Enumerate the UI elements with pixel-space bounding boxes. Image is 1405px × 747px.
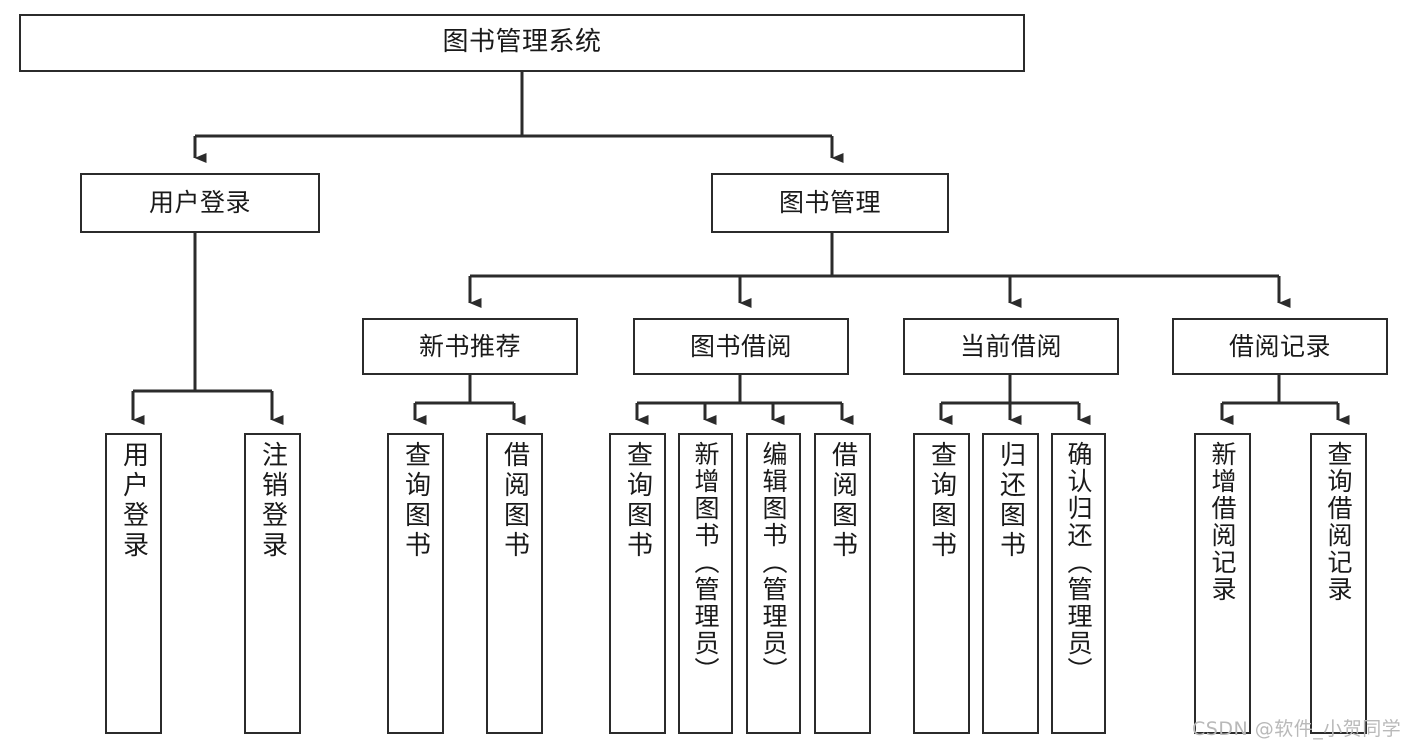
node-leaf-query-book-2[interactable]: 查询图书 <box>609 433 666 734</box>
node-book-borrow[interactable]: 图书借阅 <box>633 318 849 375</box>
node-leaf-query-book-1-label: 查询图书 <box>400 441 431 561</box>
node-user-login-label: 用户登录 <box>148 188 251 217</box>
node-leaf-add-record[interactable]: 新增借阅记录 <box>1194 433 1251 734</box>
node-leaf-borrow-book-1[interactable]: 借阅图书 <box>486 433 543 734</box>
node-leaf-borrow-book-1-label: 借阅图书 <box>499 441 530 561</box>
node-current-borrow[interactable]: 当前借阅 <box>903 318 1119 375</box>
node-leaf-edit-book-label: 编辑图书（管理员） <box>759 441 788 684</box>
node-book-borrow-label: 图书借阅 <box>689 331 792 361</box>
node-leaf-borrow-book-2-label: 借阅图书 <box>827 441 858 561</box>
node-leaf-add-book-label: 新增图书（管理员） <box>691 441 720 684</box>
node-leaf-confirm-return[interactable]: 确认归还（管理员） <box>1051 433 1106 734</box>
node-leaf-add-record-label: 新增借阅记录 <box>1208 441 1237 603</box>
node-leaf-query-book-3-label: 查询图书 <box>926 441 957 561</box>
node-borrow-record-label: 借阅记录 <box>1228 331 1331 361</box>
node-leaf-query-record[interactable]: 查询借阅记录 <box>1310 433 1367 734</box>
node-leaf-add-book[interactable]: 新增图书（管理员） <box>678 433 733 734</box>
node-leaf-user-logout-label: 注销登录 <box>257 441 288 561</box>
node-leaf-confirm-return-label: 确认归还（管理员） <box>1064 441 1093 684</box>
node-leaf-edit-book[interactable]: 编辑图书（管理员） <box>746 433 801 734</box>
node-leaf-return-book[interactable]: 归还图书 <box>982 433 1039 734</box>
node-borrow-record[interactable]: 借阅记录 <box>1172 318 1388 375</box>
node-leaf-return-book-label: 归还图书 <box>995 441 1026 561</box>
node-root-label: 图书管理系统 <box>442 27 602 58</box>
watermark-text: CSDN @软件_小贺同学 <box>1192 718 1402 740</box>
node-user-login[interactable]: 用户登录 <box>80 173 320 233</box>
node-new-book-recommend-label: 新书推荐 <box>418 331 521 361</box>
node-root[interactable]: 图书管理系统 <box>19 14 1025 72</box>
node-leaf-user-login[interactable]: 用户登录 <box>105 433 162 734</box>
node-leaf-query-record-label: 查询借阅记录 <box>1324 441 1353 603</box>
node-book-management[interactable]: 图书管理 <box>711 173 949 233</box>
node-leaf-query-book-2-label: 查询图书 <box>622 441 653 561</box>
node-leaf-query-book-3[interactable]: 查询图书 <box>913 433 970 734</box>
node-book-management-label: 图书管理 <box>778 188 881 217</box>
node-new-book-recommend[interactable]: 新书推荐 <box>362 318 578 375</box>
node-leaf-query-book-1[interactable]: 查询图书 <box>387 433 444 734</box>
node-current-borrow-label: 当前借阅 <box>959 331 1062 361</box>
node-leaf-user-logout[interactable]: 注销登录 <box>244 433 301 734</box>
node-leaf-user-login-label: 用户登录 <box>118 441 149 561</box>
node-leaf-borrow-book-2[interactable]: 借阅图书 <box>814 433 871 734</box>
